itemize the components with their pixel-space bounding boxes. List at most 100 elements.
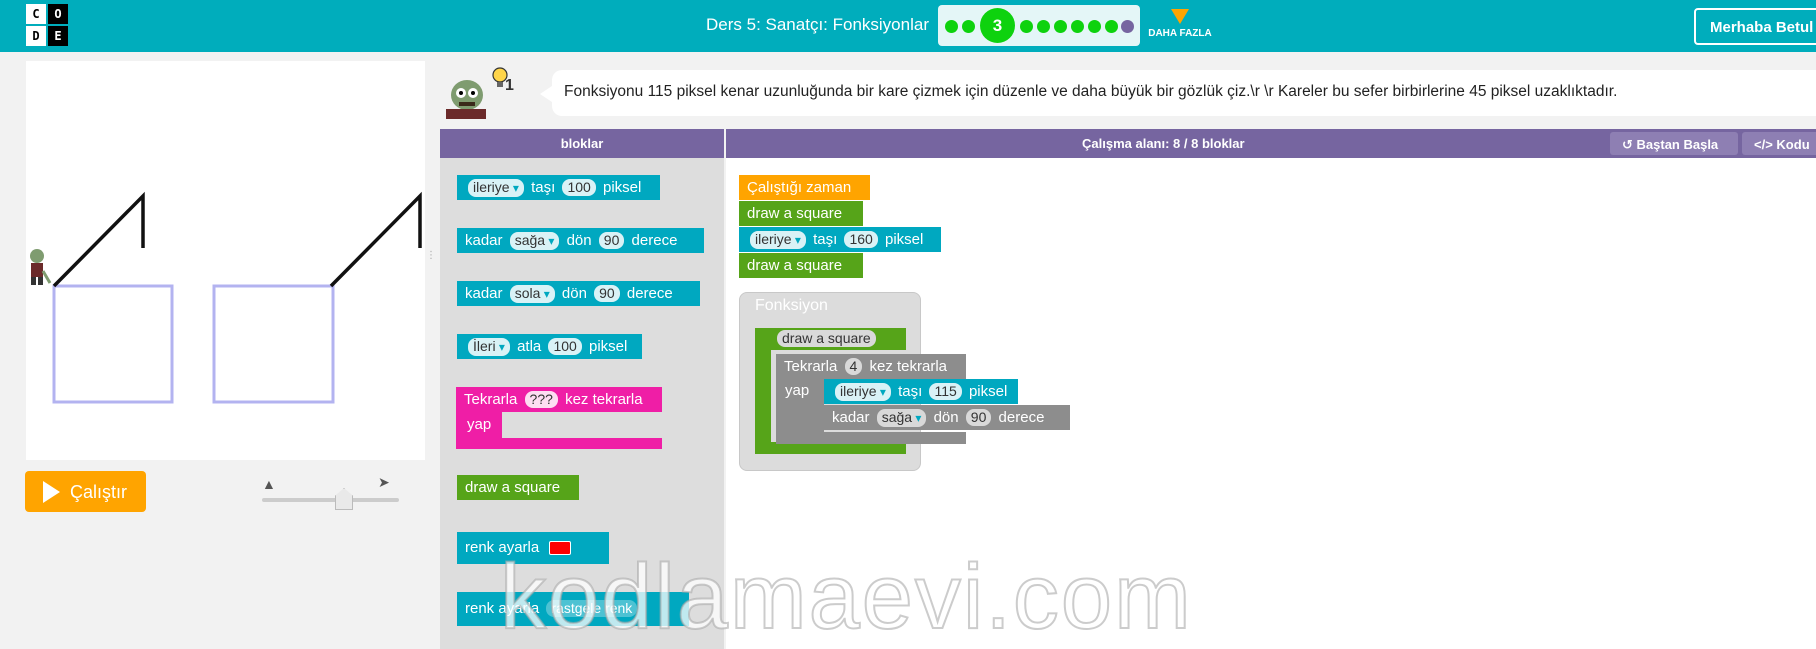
level-dot[interactable]: [1054, 20, 1067, 33]
speed-thumb[interactable]: [335, 488, 353, 510]
random-color-field[interactable]: rastgele renk: [546, 600, 638, 617]
block-text: renk ayarla: [465, 539, 540, 556]
reset-button[interactable]: ↺ Baştan Başla: [1610, 132, 1738, 155]
zombie-artist-icon: [30, 249, 52, 285]
speed-track[interactable]: [262, 498, 399, 502]
code-icon: </>: [1754, 137, 1777, 152]
hint-bulb-icon[interactable]: [492, 67, 508, 89]
block-text: renk ayarla: [465, 600, 540, 617]
function-body-footer: [755, 442, 906, 454]
loop-repeat-block[interactable]: Tekrarla 4 kez tekrarla: [776, 354, 966, 379]
toolbox-jump-block[interactable]: İleri atla 100 piksel: [457, 334, 642, 359]
turn-direction-dropdown[interactable]: sağa: [509, 232, 560, 250]
more-label: DAHA FAZLA: [1148, 28, 1212, 39]
block-text: kez tekrarla: [869, 358, 948, 375]
level-dot[interactable]: [1037, 20, 1050, 33]
block-text: Tekrarla: [784, 358, 838, 375]
block-text: kadar: [465, 232, 503, 249]
angle-field[interactable]: 90: [965, 409, 992, 426]
function-title: Fonksiyon: [755, 297, 828, 314]
repeat-count-field[interactable]: ???: [524, 391, 558, 408]
repeat-footer: [456, 438, 662, 449]
block-text: taşı: [531, 179, 556, 196]
watermark-text: kodlamaevi.com: [499, 545, 1193, 649]
rabbit-icon: ➤: [378, 474, 390, 490]
show-code-button[interactable]: </> Kodu: [1742, 132, 1816, 155]
lesson-title[interactable]: Ders 5: Sanatçı: Fonksiyonlar: [706, 15, 929, 34]
direction-dropdown[interactable]: İleri: [468, 338, 510, 356]
right-lens-square: [212, 284, 335, 404]
instructions-panel: 1 Fonksiyonu 115 piksel kenar uzunluğund…: [440, 61, 1816, 121]
level-dot[interactable]: [962, 20, 975, 33]
level-dot[interactable]: [1105, 20, 1118, 33]
angle-field[interactable]: 90: [598, 232, 625, 249]
turtle-icon: ▲: [262, 476, 276, 492]
block-text: atla: [517, 338, 542, 355]
block-text: taşı: [898, 383, 923, 400]
reset-label: Baştan Başla: [1636, 137, 1719, 152]
turn-direction-dropdown[interactable]: sağa: [876, 409, 927, 427]
level-dot[interactable]: [1121, 20, 1134, 33]
block-text: derece: [626, 285, 673, 302]
toolbox-move-block[interactable]: ileriye taşı 100 piksel: [457, 175, 660, 200]
reset-icon: ↺: [1622, 137, 1637, 152]
toolbox-call-block[interactable]: draw a square: [457, 475, 579, 500]
toolbox-turn-left-block[interactable]: kadar sola dön 90 derece: [457, 281, 700, 306]
play-icon: [43, 481, 60, 503]
run-label: Çalıştır: [70, 482, 128, 502]
direction-dropdown[interactable]: ileriye: [468, 179, 524, 197]
block-text: kez tekrarla: [565, 391, 643, 408]
instruction-text: Fonksiyonu 115 piksel kenar uzunluğunda …: [564, 83, 1618, 100]
logo-letter: E: [48, 26, 68, 46]
speed-slider[interactable]: ▲ ➤: [262, 474, 400, 514]
block-text: piksel: [603, 179, 642, 196]
toolbox-random-color-block[interactable]: renk ayarla rastgele renk: [457, 592, 689, 626]
distance-field[interactable]: 100: [562, 179, 596, 196]
user-menu-button[interactable]: Merhaba Betul: [1694, 8, 1816, 45]
when-run-block[interactable]: Çalıştığı zaman: [739, 175, 870, 200]
angle-field[interactable]: 90: [594, 285, 620, 302]
block-text: dön: [933, 409, 959, 426]
loop-move-block[interactable]: ileriye taşı 115 piksel: [824, 379, 1018, 404]
distance-field[interactable]: 160: [844, 231, 878, 248]
toolbox-turn-right-block[interactable]: kadar sağa dön 90 derece: [457, 228, 704, 253]
current-level-dot[interactable]: 3: [980, 8, 1015, 43]
function-name-field[interactable]: draw a square: [777, 330, 876, 347]
block-text: derece: [631, 232, 678, 249]
direction-dropdown[interactable]: ileriye: [750, 231, 806, 249]
distance-field[interactable]: 115: [929, 383, 962, 400]
code-org-logo[interactable]: C O D E: [26, 4, 68, 46]
drawing-canvas: [26, 61, 425, 460]
move-block[interactable]: ileriye taşı 160 piksel: [739, 227, 941, 252]
toolbox-color-block[interactable]: renk ayarla: [457, 532, 609, 564]
instruction-bubble: Fonksiyonu 115 piksel kenar uzunluğunda …: [540, 70, 1816, 116]
logo-letter: O: [48, 4, 68, 24]
distance-field[interactable]: 100: [548, 338, 582, 355]
direction-dropdown[interactable]: ileriye: [835, 383, 891, 401]
loop-turn-block[interactable]: kadar sağa dön 90 derece: [824, 405, 1070, 430]
level-dot[interactable]: [1020, 20, 1033, 33]
repeat-count-field[interactable]: 4: [844, 358, 863, 375]
call-draw-square-block[interactable]: draw a square: [739, 201, 863, 226]
resize-handle[interactable]: ⋮: [426, 250, 436, 261]
workspace-header: Çalışma alanı: 8 / 8 bloklar ↺ Baştan Ba…: [726, 129, 1816, 158]
block-text: dön: [566, 232, 592, 249]
toolbox-header: bloklar: [440, 129, 724, 158]
workspace-title: Çalışma alanı: 8 / 8 bloklar: [1082, 136, 1245, 151]
toolbox-repeat-block[interactable]: Tekrarla ??? kez tekrarla yap: [456, 387, 662, 449]
level-dot[interactable]: [1071, 20, 1084, 33]
run-button[interactable]: Çalıştır: [25, 471, 146, 512]
repeat-do-label: yap: [456, 412, 502, 438]
left-lens-square: [52, 284, 174, 404]
zombie-avatar-icon: [446, 80, 486, 119]
level-dot[interactable]: [1088, 20, 1101, 33]
block-text: kadar: [832, 409, 870, 426]
logo-letter: D: [26, 26, 46, 46]
level-dot[interactable]: [945, 20, 958, 33]
more-levels[interactable]: DAHA FAZLA: [1145, 9, 1215, 39]
block-text: taşı: [813, 231, 838, 248]
turn-direction-dropdown[interactable]: sola: [509, 285, 555, 303]
color-swatch[interactable]: [549, 541, 572, 556]
call-draw-square-block[interactable]: draw a square: [739, 253, 863, 278]
